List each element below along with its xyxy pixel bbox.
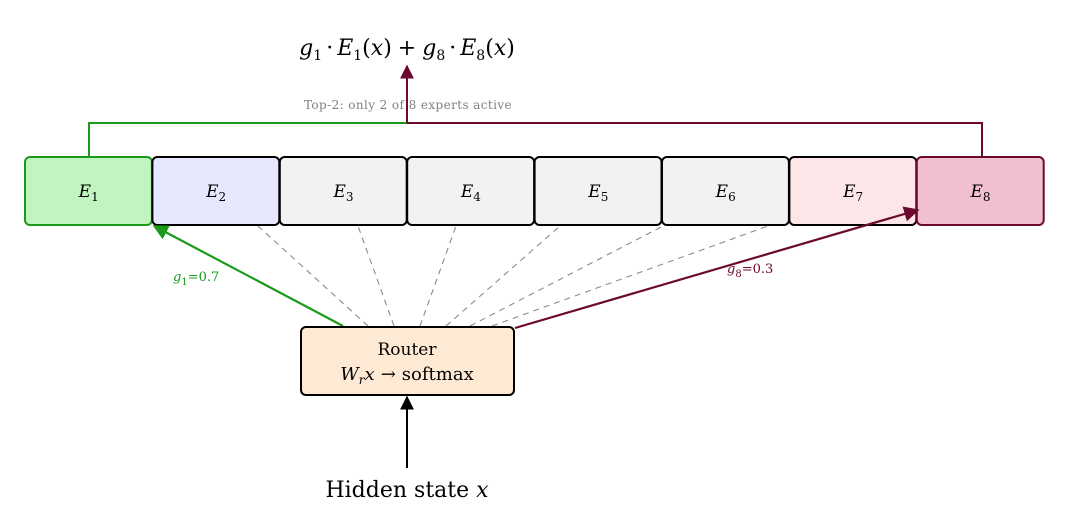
- expert-label: E5: [587, 182, 608, 204]
- experts-row: E1 E2 E3 E4 E5 E6 E7 E8: [24, 156, 1045, 226]
- expert-box-5: E5: [533, 156, 663, 226]
- router-title: Router: [377, 340, 437, 360]
- router-box: Router Wrx→softmax: [300, 326, 515, 396]
- inactive-route-line: [469, 225, 664, 327]
- expert-box-2: E2: [151, 156, 281, 226]
- expert-box-6: E6: [661, 156, 790, 226]
- gate-arrow-e1: [152, 225, 344, 327]
- expert-label: E4: [460, 182, 481, 204]
- expert-box-8: E8: [915, 156, 1045, 226]
- expert-box-7: E7: [788, 156, 918, 226]
- top2-note: Top-2: only 2 of 8 experts active: [304, 98, 512, 112]
- expert-label: E1: [78, 182, 99, 204]
- expert-box-3: E3: [278, 156, 408, 226]
- gate-arrow-e8: [514, 206, 920, 330]
- gate-label-e1: g1=0.7: [173, 270, 219, 288]
- inactive-route-line: [257, 225, 369, 327]
- expert-label: E2: [205, 182, 226, 204]
- output-formula: g1·E1(x)+g8·E8(x): [299, 36, 515, 64]
- router-formula: Wrx→softmax: [340, 364, 473, 387]
- expert-label: E8: [969, 182, 990, 204]
- expert-label: E7: [842, 182, 863, 204]
- inactive-route-line: [445, 225, 561, 327]
- expert-box-4: E4: [406, 156, 536, 226]
- inactive-route-line: [491, 217, 791, 327]
- expert-label: E6: [715, 182, 736, 204]
- combine-line-e1: [88, 122, 407, 157]
- inactive-route-line: [419, 225, 457, 327]
- inactive-route-line: [357, 225, 395, 327]
- combine-line-e8: [407, 122, 983, 157]
- expert-label: E3: [332, 182, 353, 204]
- expert-box-1: E1: [24, 156, 153, 226]
- input-label: Hidden state x: [325, 478, 489, 503]
- inactive-routes: [257, 217, 791, 327]
- gate-label-e8: g8=0.3: [727, 262, 773, 280]
